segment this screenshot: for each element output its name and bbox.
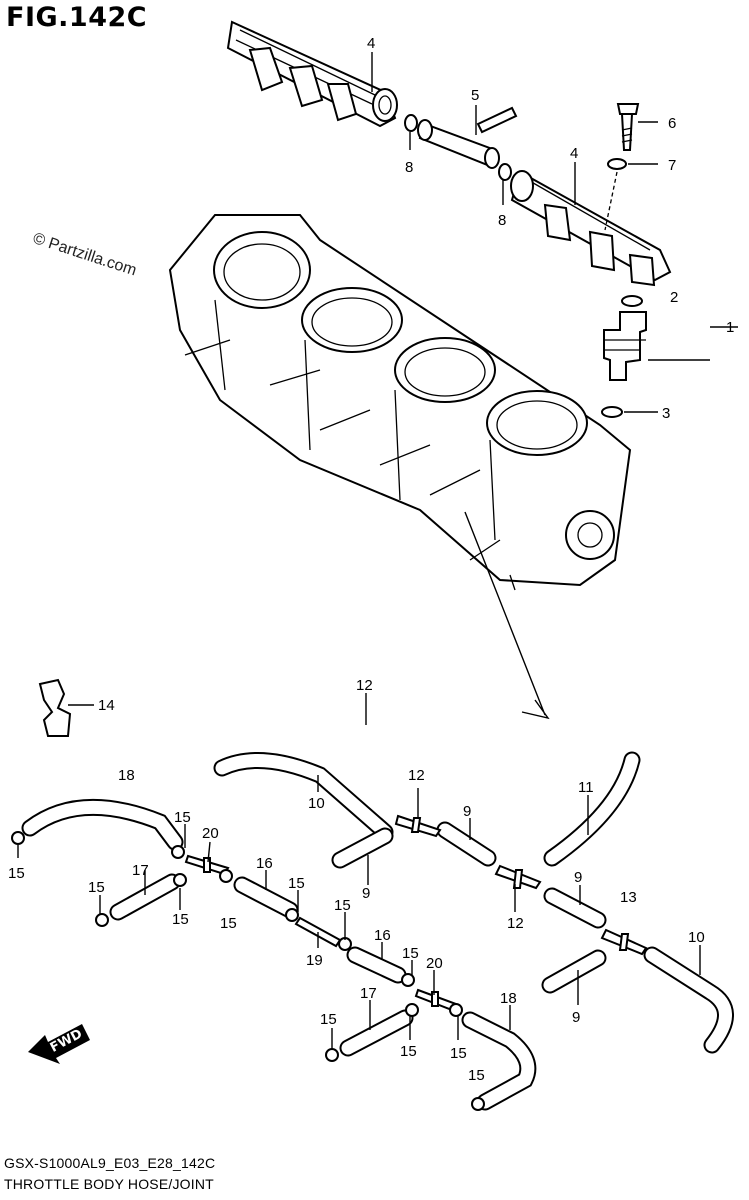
leader-lines	[17, 52, 738, 1050]
callout-9-c: 9	[574, 869, 582, 886]
hose-9-d[interactable]	[541, 949, 607, 994]
hose-16-upper[interactable]	[233, 876, 299, 919]
callout-5: 5	[471, 87, 479, 104]
fwd-arrow: FWD	[28, 1024, 90, 1064]
hose-clamp-holder[interactable]	[38, 678, 72, 737]
callout-9-b: 9	[362, 885, 370, 902]
callout-12-a: 12	[408, 767, 425, 784]
callout-1: 1	[726, 319, 734, 336]
vacuum-hose-10-upper[interactable]	[213, 752, 394, 841]
callout-13: 12	[356, 677, 373, 694]
hose-17-lower[interactable]	[339, 1009, 414, 1057]
t-joint-12-c[interactable]	[600, 928, 648, 956]
callout-15-j: 15	[400, 1043, 417, 1060]
callout-15-e: 15	[172, 911, 189, 928]
clamps-15[interactable]	[11, 831, 485, 1111]
section-name: THROTTLE BODY HOSE/JOINT	[4, 1176, 214, 1192]
callout-3: 3	[662, 405, 670, 422]
callout-20-lower: 20	[426, 955, 443, 972]
o-ring-lower[interactable]	[498, 163, 512, 181]
hose-9-c[interactable]	[543, 887, 607, 929]
throttle-body-assembly[interactable]	[168, 214, 632, 591]
fuel-delivery-pipe-lower[interactable]	[510, 170, 672, 287]
callout-15-g: 15	[334, 897, 351, 914]
callout-4-lower: 4	[570, 145, 578, 162]
callout-15-l: 15	[468, 1067, 485, 1084]
model-code: GSX-S1000AL9_E03_E28_142C	[4, 1155, 216, 1171]
hose-18-upper[interactable]	[21, 798, 184, 851]
o-ring-upper[interactable]	[404, 114, 418, 132]
callout-18-lower: 18	[500, 990, 517, 1007]
callout-6: 6	[668, 115, 676, 132]
vacuum-hose-10-lower[interactable]	[643, 946, 734, 1054]
callout-7: 7	[668, 157, 676, 174]
callout-15-b: 15	[8, 865, 25, 882]
callout-15-d: 15	[288, 875, 305, 892]
callout-12-c: 13	[620, 889, 637, 906]
callout-20-upper: 20	[202, 825, 219, 842]
callout-10-upper: 10	[308, 795, 325, 812]
callout-15-a: 15	[174, 809, 191, 826]
callout-8-upper: 8	[405, 159, 413, 176]
figure-title: FIG.142C	[6, 2, 148, 33]
t-joint-12-a[interactable]	[394, 814, 442, 838]
callout-14: 14	[98, 697, 115, 714]
callout-17-upper: 17	[132, 862, 149, 879]
joint-pipe[interactable]	[417, 106, 518, 169]
callout-labels: 4 5 6 8 4 7 8 2 1 3 12 14 18 12 11 10 9 …	[8, 35, 734, 1084]
callout-18-upper: 18	[118, 767, 135, 784]
callout-19: 19	[306, 952, 323, 969]
callout-10-lower: 10	[688, 929, 705, 946]
hose-16-lower[interactable]	[346, 946, 407, 984]
callout-12-b: 12	[507, 915, 524, 932]
vacuum-hose-11[interactable]	[543, 751, 641, 867]
fuel-delivery-pipe-upper[interactable]	[226, 20, 398, 128]
callout-16-lower: 16	[374, 927, 391, 944]
callout-2: 2	[670, 289, 678, 306]
bolt[interactable]	[616, 103, 640, 151]
callout-15-k: 15	[450, 1045, 467, 1062]
hose-9-b[interactable]	[436, 821, 497, 867]
callout-17-lower: 17	[360, 985, 377, 1002]
callout-15-h: 15	[402, 945, 419, 962]
long-hose[interactable]	[54, 574, 531, 738]
callout-4-upper: 4	[367, 35, 375, 52]
callout-8-lower: 8	[498, 212, 506, 229]
callout-9-d: 9	[572, 1009, 580, 1026]
callout-15-c: 15	[88, 879, 105, 896]
injector-seal-lower[interactable]	[601, 406, 623, 418]
hose-9-a[interactable]	[331, 827, 394, 869]
callout-15-f: 15	[220, 915, 237, 932]
callout-11: 11	[578, 779, 594, 796]
washer[interactable]	[607, 158, 627, 170]
callout-9-a: 9	[463, 803, 471, 820]
callout-16-upper: 16	[256, 855, 273, 872]
callout-15-i: 15	[320, 1011, 337, 1028]
injector-seal-upper[interactable]	[621, 295, 643, 307]
hose-18-lower[interactable]	[461, 1011, 537, 1111]
hose-17-upper[interactable]	[109, 873, 181, 921]
fuel-injector[interactable]	[603, 311, 647, 381]
t-joint-12-b[interactable]	[494, 864, 542, 890]
